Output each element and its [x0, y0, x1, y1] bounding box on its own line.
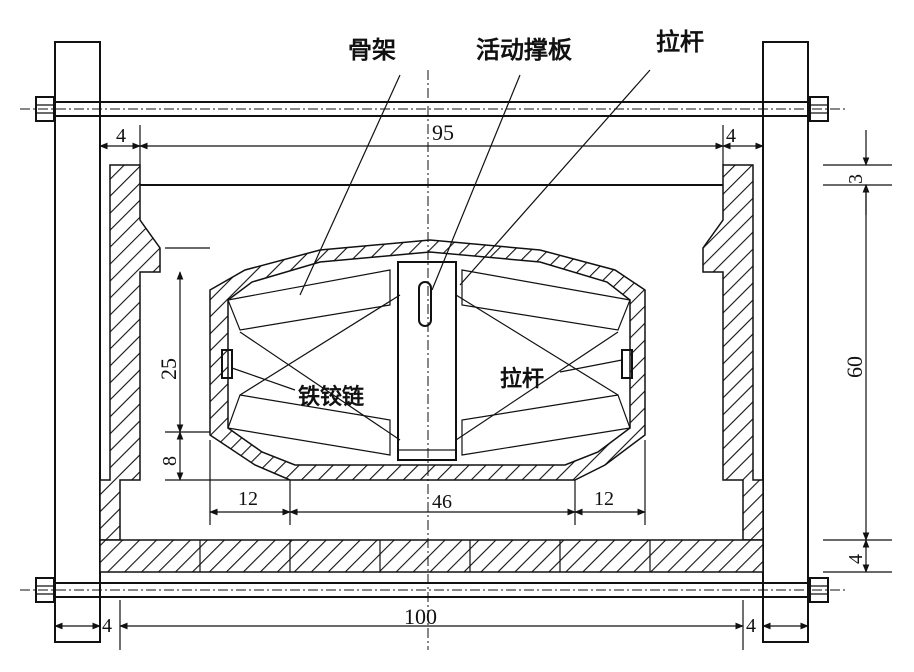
movable-plate	[397, 261, 457, 461]
dim-inner-left-12: 12	[238, 488, 258, 510]
dim-right-3: 3	[845, 174, 867, 184]
bolt-top-right-icon	[809, 96, 829, 122]
bolt-bottom-right-icon	[809, 577, 829, 603]
label-movable-plate: 活动撑板	[476, 36, 573, 64]
dim-bottom-right-4: 4	[746, 615, 756, 637]
skeleton-left-lower	[227, 394, 391, 456]
dim-top-right-4: 4	[726, 125, 736, 147]
movable-plate-slot-icon	[418, 281, 432, 327]
dim-top-95: 95	[432, 120, 454, 145]
hinge-left-icon	[221, 349, 233, 379]
right-side-wall	[702, 164, 764, 541]
dim-bottom-100: 100	[404, 604, 437, 629]
leader-tie-rod-top	[459, 69, 651, 286]
skeleton-right	[461, 269, 631, 331]
leader-movable-plate	[431, 74, 521, 291]
bolt-top-left-icon	[35, 96, 55, 122]
bottom-plate	[99, 539, 764, 573]
mould-shell	[209, 239, 646, 481]
left-frame-post	[54, 41, 101, 643]
leader-skeleton	[299, 74, 401, 296]
dim-left-8: 8	[159, 456, 181, 466]
right-frame-post	[762, 41, 809, 643]
dim-inner-right-12: 12	[594, 488, 614, 510]
dim-top-left-4: 4	[116, 125, 126, 147]
dim-right-4: 4	[845, 554, 867, 564]
label-iron-hinge: 铁铰链	[298, 384, 364, 410]
movable-plate-base	[397, 449, 457, 461]
dim-inner-46: 46	[432, 491, 452, 513]
skeleton-left	[227, 269, 391, 331]
bolt-bottom-left-icon	[35, 577, 55, 603]
label-tie-rod-top: 拉杆	[656, 28, 704, 56]
label-tie-rod-inner: 拉杆	[500, 366, 544, 392]
left-side-wall	[99, 164, 161, 541]
dim-right-60: 60	[842, 356, 867, 378]
tie-rods	[239, 294, 619, 441]
hinge-right-icon	[621, 349, 633, 379]
label-skeleton: 骨架	[348, 36, 396, 64]
leader-tie-rod-inner	[559, 359, 623, 373]
skeleton-right-lower	[461, 394, 631, 456]
leader-hinge	[231, 367, 296, 391]
dim-bottom-left-4: 4	[102, 615, 112, 637]
dim-left-25: 25	[156, 358, 181, 380]
